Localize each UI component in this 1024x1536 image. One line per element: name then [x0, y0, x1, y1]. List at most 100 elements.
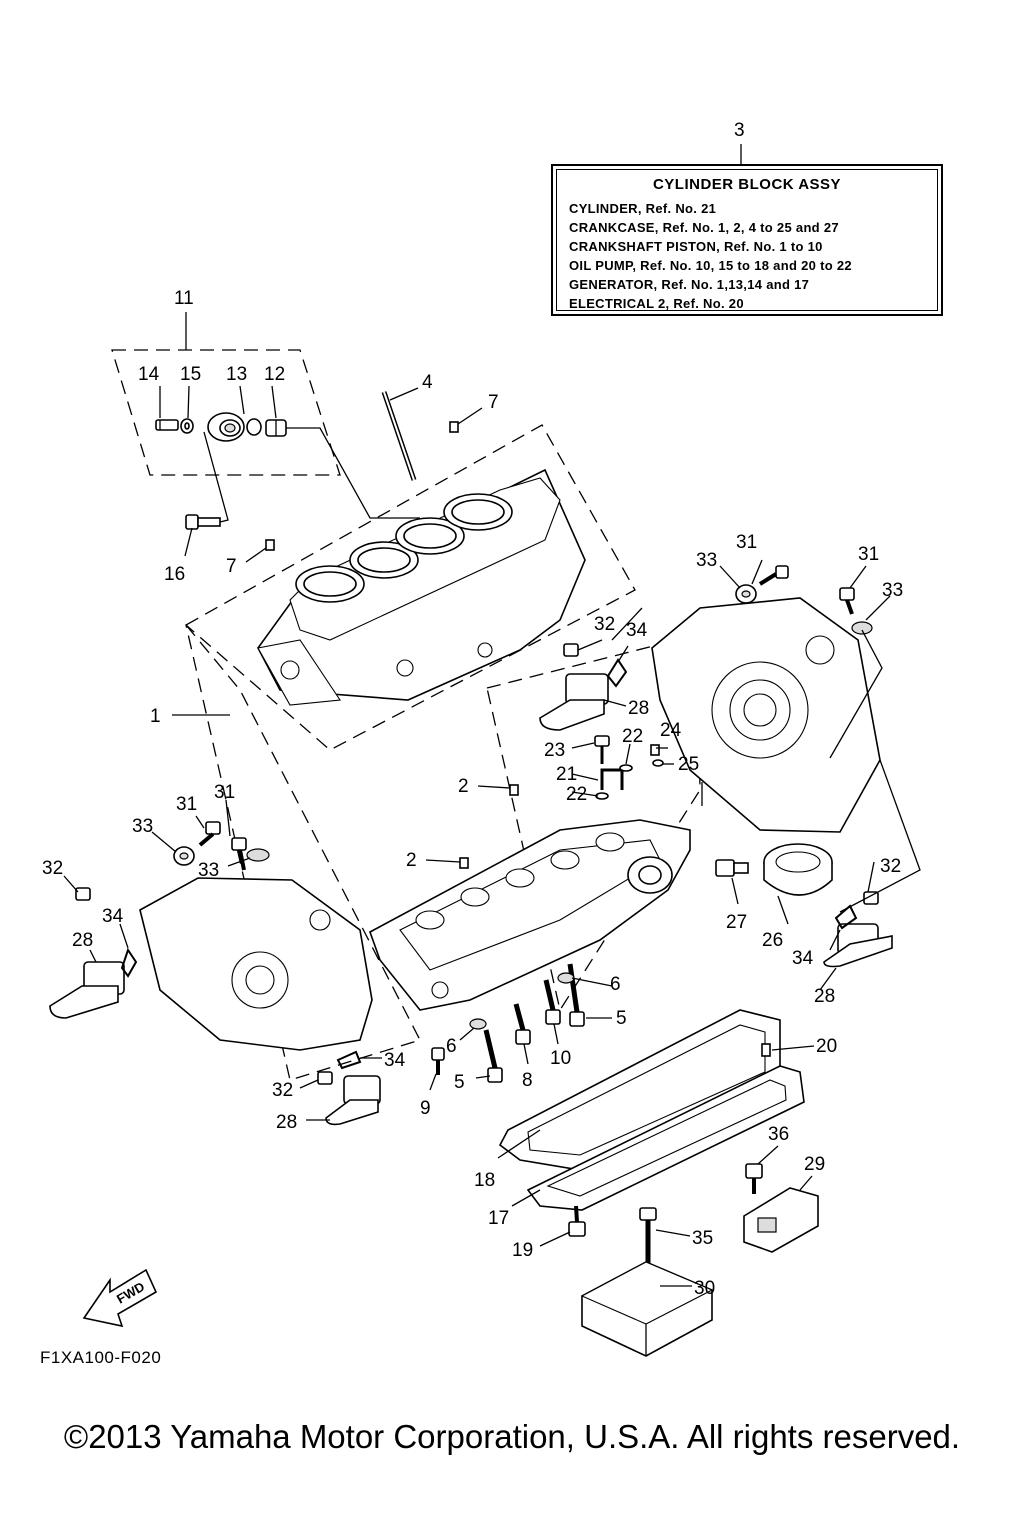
part-14-bolt [155, 419, 179, 431]
callout-31-b: 31 [858, 544, 879, 565]
callout-32-d: 32 [272, 1080, 293, 1101]
assembly-line-generator: GENERATOR, Ref. No. 1,13,14 and 17 [569, 277, 810, 292]
part-2-dowel-2 [459, 857, 469, 869]
callout-2-a: 2 [458, 776, 469, 797]
callout-10: 10 [550, 1048, 571, 1069]
part-31-bolt-left-2 [231, 837, 247, 871]
part-5-bolt [567, 963, 585, 1027]
part-34-clip-left [120, 947, 138, 978]
part-7-dowel [449, 421, 459, 433]
callout-36: 36 [768, 1124, 789, 1145]
callout-28-b: 28 [72, 930, 93, 951]
callout-13: 13 [226, 364, 247, 385]
part-16-bolt [185, 514, 221, 530]
callout-19: 19 [512, 1240, 533, 1261]
callout-29: 29 [804, 1154, 825, 1175]
group-outline-crankcase-left [185, 624, 421, 1081]
assembly-line-electrical: ELECTRICAL 2, Ref. No. 20 [569, 296, 744, 311]
assembly-line-cylinder: CYLINDER, Ref. No. 21 [569, 201, 717, 216]
part-12-o-ring [246, 418, 262, 436]
callout-numbers: 3 11 14 15 13 12 4 7 16 7 1 31 33 31 33 … [42, 120, 903, 1299]
callout-22-a: 22 [622, 726, 643, 747]
assembly-reference-box: CYLINDER BLOCK ASSY CYLINDER, Ref. No. 2… [551, 164, 943, 316]
part-28-mount-bottom [325, 1075, 381, 1126]
part-33-washer-right-2 [851, 621, 873, 635]
part-23-bolt [594, 735, 610, 764]
callout-32-b: 32 [42, 858, 63, 879]
part-1-cylinder-block [257, 468, 586, 706]
callout-5-b: 5 [454, 1072, 465, 1093]
callout-31-a: 31 [736, 532, 757, 553]
callout-30: 30 [694, 1278, 715, 1299]
fwd-arrow-icon: FWD [82, 1268, 158, 1328]
part-10-bolt [543, 979, 561, 1025]
leader-lines [63, 144, 921, 1287]
callout-34-d: 34 [384, 1050, 406, 1071]
part-4-stud-bolt [381, 391, 417, 481]
part-15-washer [180, 418, 194, 434]
part-25-o-ring [652, 759, 664, 767]
part-8-bolt [513, 1003, 531, 1045]
callout-35: 35 [692, 1228, 713, 1249]
callout-9: 9 [420, 1098, 431, 1119]
callout-33-c: 33 [132, 816, 153, 837]
callout-32-c: 32 [880, 856, 901, 877]
part-32-bolt-upper [563, 643, 579, 657]
part-36-bolt [745, 1163, 763, 1194]
part-32-bolt-left [75, 887, 91, 901]
callout-27: 27 [726, 912, 747, 933]
part-27-union-bolt [715, 859, 749, 877]
part-31-bolt-left [198, 821, 221, 847]
part-2-dowel [509, 784, 519, 796]
callout-28-c: 28 [814, 986, 835, 1007]
callout-24: 24 [660, 720, 682, 741]
callout-34-a: 34 [626, 620, 648, 641]
part-31-bolt-right [758, 565, 789, 586]
part-34-clip-upper [606, 658, 628, 688]
part-21-pipe [600, 768, 624, 790]
callout-28-d: 28 [276, 1112, 297, 1133]
callout-16: 16 [164, 564, 185, 585]
callout-6-a: 6 [610, 974, 621, 995]
part-20-dowel [761, 1043, 771, 1057]
callout-28-a: 28 [628, 698, 649, 719]
part-generator-cover-right [651, 597, 881, 833]
callout-23: 23 [544, 740, 565, 761]
callout-14: 14 [138, 364, 160, 385]
part-28-mount-upper [539, 673, 609, 731]
part-28-mount-left [49, 961, 125, 1019]
callout-33-b: 33 [882, 580, 903, 601]
part-30-block [580, 1261, 714, 1357]
callout-17: 17 [488, 1208, 509, 1229]
callout-2-b: 2 [406, 850, 417, 871]
callout-21: 21 [556, 764, 577, 785]
callout-25: 25 [678, 754, 699, 775]
part-32-bolt-right-lower [863, 891, 879, 905]
callout-11: 11 [174, 288, 194, 309]
callout-5-a: 5 [616, 1008, 627, 1029]
callout-26: 26 [762, 930, 783, 951]
part-32-bolt-bottom [317, 1071, 333, 1085]
callout-6-b: 6 [446, 1036, 457, 1057]
callout-31-d: 31 [176, 794, 197, 815]
group-outline-crankcase-right [486, 634, 701, 1012]
part-34-clip-bottom [336, 1050, 362, 1070]
callout-34-b: 34 [102, 906, 124, 927]
group-outline-11 [111, 349, 341, 476]
part-34-clip-right-lower [834, 904, 858, 930]
callout-3: 3 [734, 120, 745, 141]
assembly-title: CYLINDER BLOCK ASSY [652, 176, 842, 193]
callout-33-d: 33 [198, 860, 219, 881]
part-5-bolt-2 [483, 1029, 503, 1083]
part-6-washer [557, 972, 575, 984]
callout-4: 4 [422, 372, 433, 393]
part-24-dowel [650, 744, 660, 756]
part-31-bolt-right-2 [839, 587, 855, 615]
part-12-fitting [265, 419, 287, 437]
copyright-notice: ©2013 Yamaha Motor Corporation, U.S.A. A… [63, 1418, 961, 1455]
callout-7-b: 7 [226, 556, 237, 577]
part-7-dowel-2 [265, 539, 275, 551]
part-2-crankcase [369, 819, 691, 1011]
part-33-washer-left [173, 846, 195, 866]
